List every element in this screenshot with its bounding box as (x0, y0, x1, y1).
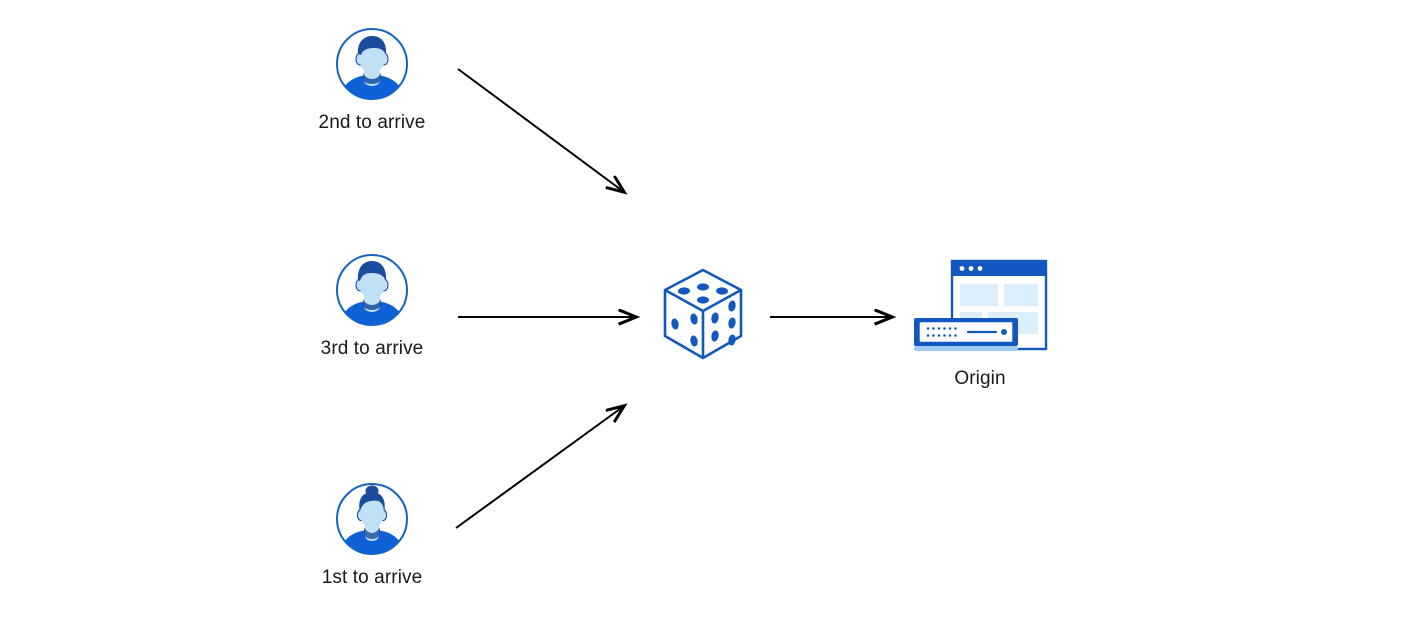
node-label-visitor-2nd: 2nd to arrive (318, 112, 426, 133)
user-avatar-icon (334, 252, 410, 328)
node-label-visitor-1st: 1st to arrive (321, 567, 423, 588)
node-label-visitor-3rd: 3rd to arrive (320, 338, 424, 359)
node-visitor-2nd[interactable]: 2nd to arrive (292, 26, 452, 134)
arrow-2nd-to-dice (457, 68, 624, 192)
user-avatar-icon (334, 26, 410, 102)
origin-server-icon (910, 258, 1050, 358)
node-visitor-1st[interactable]: 1st to arrive (292, 481, 452, 589)
node-visitor-3rd[interactable]: 3rd to arrive (292, 252, 452, 360)
node-randomizer[interactable] (648, 262, 758, 377)
dice-icon (653, 262, 753, 367)
user-avatar-icon (334, 481, 410, 557)
router-unit-icon (914, 318, 1018, 351)
arrow-1st-to-dice (455, 406, 624, 529)
node-label-origin: Origin (954, 368, 1006, 389)
node-origin[interactable]: Origin (895, 258, 1065, 390)
